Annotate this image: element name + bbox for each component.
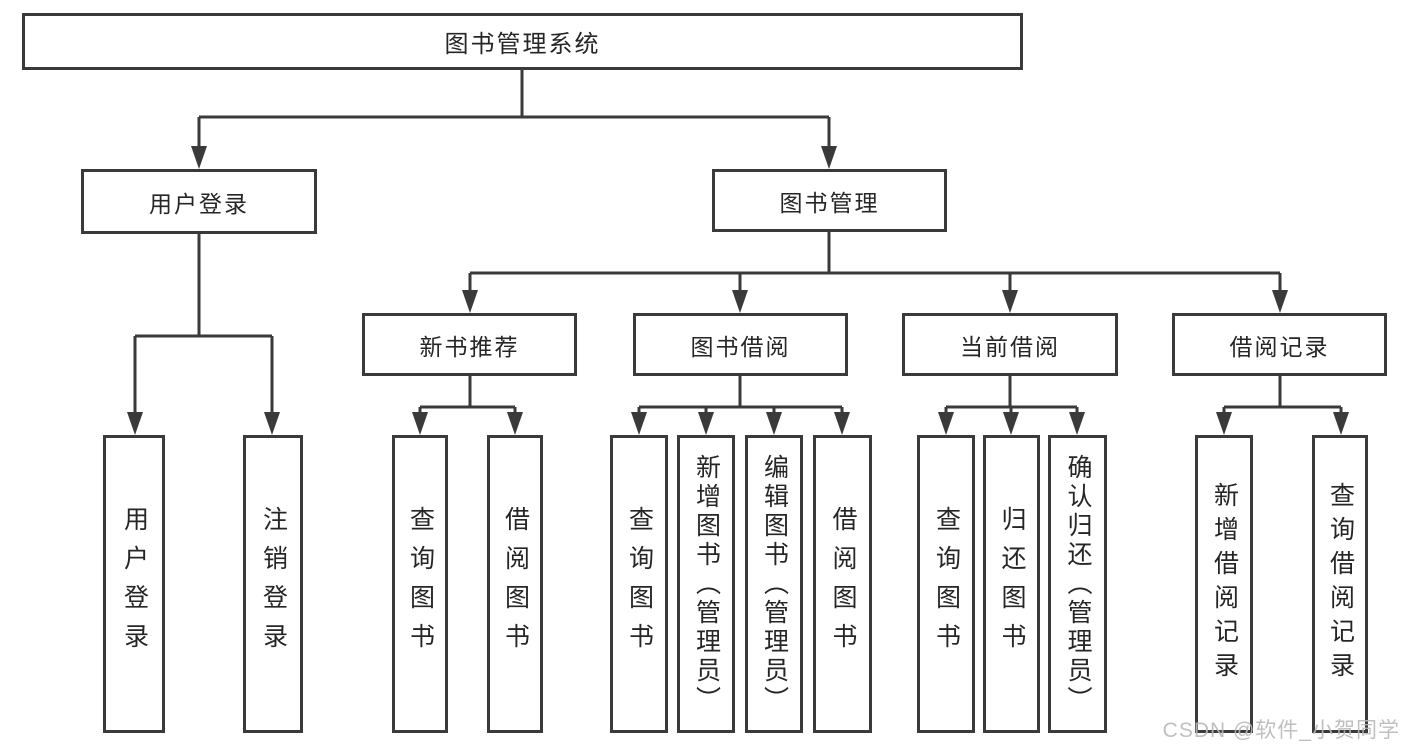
node-leaf-add-borrow-record: 新增借阅记录 <box>1195 435 1253 733</box>
node-leaf-borrow-book-1: 借阅图书 <box>487 435 543 733</box>
connector-current-borrow-children <box>938 376 1085 435</box>
arrow-down-icon <box>698 412 714 435</box>
node-leaf-query-book-2: 查询图书 <box>610 435 668 733</box>
connector-book-borrow-children <box>631 376 850 435</box>
arrow-down-icon <box>127 412 143 435</box>
node-user-login: 用户登录 <box>81 169 317 234</box>
node-leaf-return-book: 归还图书 <box>983 435 1040 733</box>
node-book-management: 图书管理 <box>712 169 947 232</box>
arrow-down-icon <box>821 146 837 169</box>
arrow-down-icon <box>462 290 478 313</box>
node-leaf-user-login: 用户登录 <box>103 435 165 733</box>
arrow-down-icon <box>1003 412 1019 435</box>
node-root-system: 图书管理系统 <box>22 13 1023 70</box>
arrow-down-icon <box>191 146 207 169</box>
arrow-down-icon <box>412 412 428 435</box>
node-leaf-add-book-admin: 新增图书（管理员） <box>677 435 735 733</box>
node-leaf-edit-book-admin: 编辑图书（管理员） <box>745 435 803 733</box>
connector-user-login-children <box>127 234 280 435</box>
arrow-down-icon <box>938 412 954 435</box>
node-leaf-confirm-return-admin: 确认归还（管理员） <box>1048 435 1107 733</box>
arrow-down-icon <box>834 412 850 435</box>
arrow-down-icon <box>766 412 782 435</box>
connector-book-management-children <box>462 232 1288 313</box>
connector-root-to-level2 <box>191 70 837 169</box>
node-leaf-logout: 注销登录 <box>243 435 303 733</box>
node-leaf-borrow-book-2: 借阅图书 <box>813 435 872 733</box>
arrow-down-icon <box>264 412 280 435</box>
arrow-down-icon <box>1272 290 1288 313</box>
node-book-borrow: 图书借阅 <box>633 313 848 376</box>
node-leaf-query-borrow-record: 查询借阅记录 <box>1312 435 1368 733</box>
arrow-down-icon <box>732 290 748 313</box>
node-leaf-query-book-1: 查询图书 <box>392 435 448 733</box>
arrow-down-icon <box>1069 412 1085 435</box>
arrow-down-icon <box>631 412 647 435</box>
arrow-down-icon <box>507 412 523 435</box>
node-current-borrow: 当前借阅 <box>902 313 1118 376</box>
arrow-down-icon <box>1333 412 1349 435</box>
node-borrow-record: 借阅记录 <box>1172 313 1387 376</box>
connector-borrow-record-children <box>1216 376 1349 435</box>
connector-new-book-children <box>412 376 523 435</box>
node-leaf-query-book-3: 查询图书 <box>917 435 975 733</box>
arrow-down-icon <box>1002 290 1018 313</box>
node-new-book-recommend: 新书推荐 <box>362 313 577 376</box>
arrow-down-icon <box>1216 412 1232 435</box>
